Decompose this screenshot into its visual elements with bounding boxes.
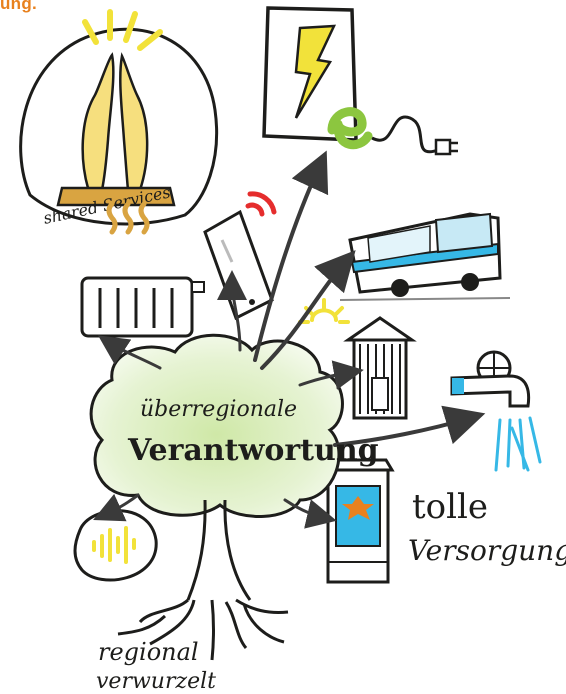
sound-wave-icon xyxy=(73,509,158,582)
tree-branches xyxy=(93,150,486,529)
e-plug-icon xyxy=(327,107,458,156)
caption-versorgung: Versorgung' xyxy=(408,534,566,567)
water-tap-icon xyxy=(450,350,542,472)
hands-flame-icon xyxy=(19,9,219,226)
bus-icon xyxy=(339,212,511,301)
header-fragment: ung. xyxy=(0,0,38,13)
tree-crown xyxy=(89,333,344,518)
tree-label-line2: Verantwortung xyxy=(127,433,379,468)
house-icon xyxy=(343,316,417,420)
smartphone-wifi-icon xyxy=(203,191,277,321)
radiator-icon xyxy=(80,276,205,338)
caption-tolle: tolle xyxy=(412,487,488,527)
caption-verwurzelt: verwurzelt xyxy=(96,669,216,694)
advertising-pillar-icon xyxy=(321,458,395,584)
tree-label-line1: überregionale xyxy=(140,397,297,422)
lightning-sign-icon xyxy=(262,6,358,142)
tree-trunk xyxy=(117,499,289,661)
caption-regional: regional xyxy=(98,638,199,666)
heat-waves-icon xyxy=(106,201,150,235)
